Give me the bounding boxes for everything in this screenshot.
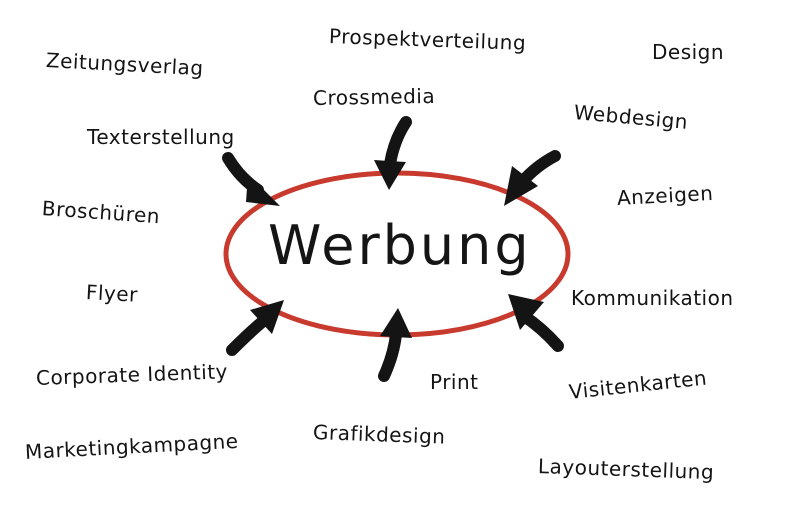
term-print: Print bbox=[430, 370, 479, 394]
arrow-top-right bbox=[504, 150, 561, 206]
arrow-bottom bbox=[378, 308, 412, 382]
arrow-top-left bbox=[222, 152, 280, 206]
term-design: Design bbox=[652, 40, 725, 64]
arrow-top bbox=[374, 116, 412, 190]
term-flyer: Flyer bbox=[85, 280, 139, 307]
arrow-bottom-left bbox=[226, 300, 284, 356]
term-crossmedia: Crossmedia bbox=[312, 83, 436, 110]
arrow-bottom-right bbox=[508, 294, 564, 352]
term-grafikdesign: Grafikdesign bbox=[312, 420, 446, 449]
term-texterstellung: Texterstellung bbox=[87, 125, 235, 149]
term-kommunikation: Kommunikation bbox=[571, 286, 734, 310]
term-anzeigen: Anzeigen bbox=[616, 180, 714, 210]
center-label: Werbung bbox=[268, 214, 532, 277]
